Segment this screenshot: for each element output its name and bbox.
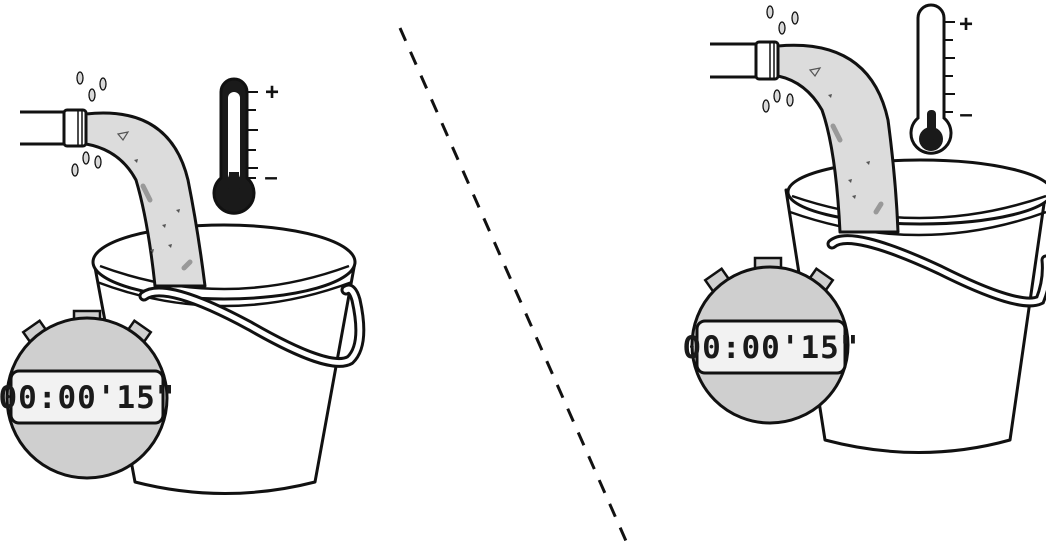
thermometer-minus-label: – bbox=[959, 101, 972, 128]
scene-right: + – 00:00'15" bbox=[683, 3, 1046, 454]
thermometer-icon: + – bbox=[909, 3, 973, 155]
dashed-divider bbox=[398, 27, 632, 551]
thermometer-minus-label: – bbox=[264, 164, 277, 191]
stopwatch-display: 00:00'15" bbox=[0, 380, 175, 416]
thermometer-plus-label: + bbox=[265, 79, 279, 106]
hose-icon bbox=[710, 40, 780, 81]
water-stream bbox=[84, 111, 207, 288]
water-droplet-icon bbox=[71, 71, 107, 177]
stopwatch-display: 00:00'15" bbox=[683, 330, 860, 366]
stopwatch-icon: 00:00'15" bbox=[0, 309, 175, 480]
water-stream bbox=[776, 43, 900, 234]
scene-left: + – 00:00'15" bbox=[0, 71, 366, 495]
thermometer-icon: + – bbox=[212, 77, 279, 215]
hose-icon bbox=[20, 108, 88, 148]
thermometer-plus-label: + bbox=[959, 11, 973, 38]
water-droplet-icon bbox=[762, 5, 799, 113]
stopwatch-icon: 00:00'15" bbox=[683, 256, 860, 425]
